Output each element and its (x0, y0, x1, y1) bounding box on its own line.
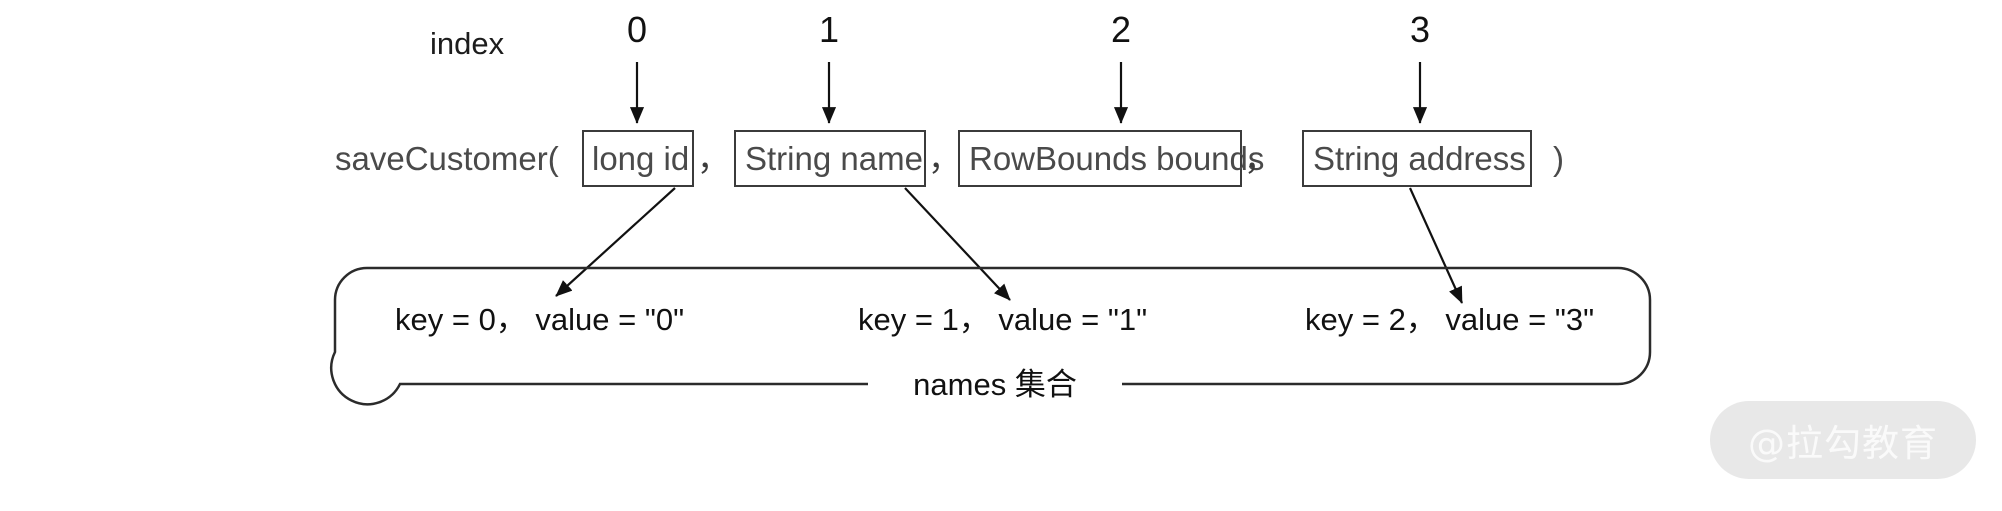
index-number-0: 0 (627, 9, 647, 50)
mapping-arrow-1 (904, 187, 1011, 301)
param-box-3 (1302, 130, 1532, 187)
param-box-2 (958, 130, 1242, 187)
mapping-arrow-2 (1408, 187, 1464, 304)
param-box-0 (582, 130, 694, 187)
index-number-2: 2 (1111, 9, 1131, 50)
param-label-3: String address (1313, 140, 1526, 177)
index-row-label: index (430, 26, 505, 61)
collection-entry-1: key = 1， value = "1" (858, 302, 1147, 337)
collection-container (330, 266, 1652, 406)
param-separator-1: ， (928, 140, 961, 177)
collection-title: names 集合 (913, 367, 1077, 402)
param-separator-0: ， (697, 140, 730, 177)
param-separator-2: ， (1244, 140, 1277, 177)
watermark-text: @拉勾教育 (1748, 422, 1938, 465)
method-signature-name: saveCustomer( (335, 140, 559, 177)
param-label-1: String name (745, 140, 923, 177)
watermark-badge: @拉勾教育 (1710, 401, 1976, 479)
param-box-1 (734, 130, 926, 187)
mapping-arrow-0 (555, 187, 676, 297)
param-label-2: RowBounds bounds (969, 140, 1264, 177)
collection-entry-2: key = 2， value = "3" (1305, 302, 1594, 337)
method-signature-close-paren: ) (1553, 140, 1564, 177)
index-number-1: 1 (819, 9, 839, 50)
param-label-0: long id (592, 140, 689, 177)
collection-entry-0: key = 0， value = "0" (395, 302, 684, 337)
index-number-3: 3 (1410, 9, 1430, 50)
